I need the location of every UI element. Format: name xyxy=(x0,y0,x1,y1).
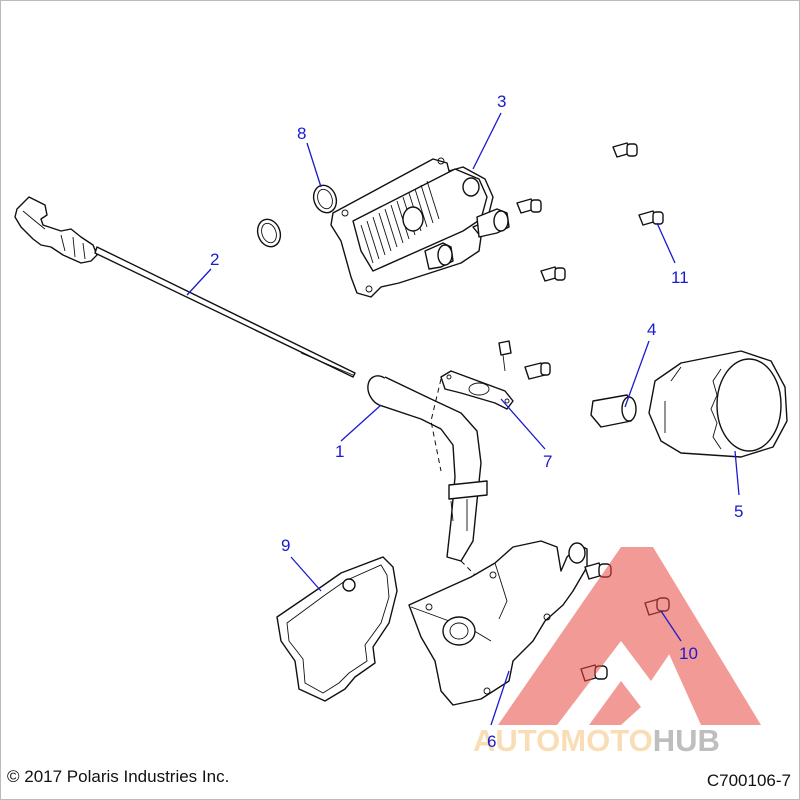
automotohub-logo: AUTOMOTOHUB xyxy=(473,547,761,758)
sump-gasket-part xyxy=(276,556,398,702)
pickup-gasket-part xyxy=(440,340,551,410)
callout-11: 11 xyxy=(671,268,689,287)
copyright-text: © 2017 Polaris Industries Inc. xyxy=(7,767,230,786)
callout-7: 7 xyxy=(543,452,552,471)
figure-code: C700106-7 xyxy=(706,771,791,790)
callout-8: 8 xyxy=(297,124,306,143)
oil-filter-part xyxy=(648,350,788,458)
callout-3: 3 xyxy=(497,92,506,111)
filter-adapter-part xyxy=(590,394,637,428)
dipstick-part xyxy=(14,196,356,378)
cooler-bolts-part xyxy=(516,142,664,282)
callout-1: 1 xyxy=(335,442,344,461)
oil-sump-housing-part xyxy=(408,540,588,706)
callout-5: 5 xyxy=(734,502,743,521)
callout-10: 10 xyxy=(679,644,698,663)
oil-cooler-part xyxy=(330,157,510,298)
leader-lines xyxy=(186,112,740,726)
watermark-text: AUTOMOTOHUB xyxy=(473,723,720,758)
callout-4: 4 xyxy=(647,320,656,339)
o-ring-seals-part xyxy=(256,184,338,248)
callout-2: 2 xyxy=(210,250,219,269)
callout-6: 6 xyxy=(487,732,496,751)
callout-9: 9 xyxy=(281,536,290,555)
